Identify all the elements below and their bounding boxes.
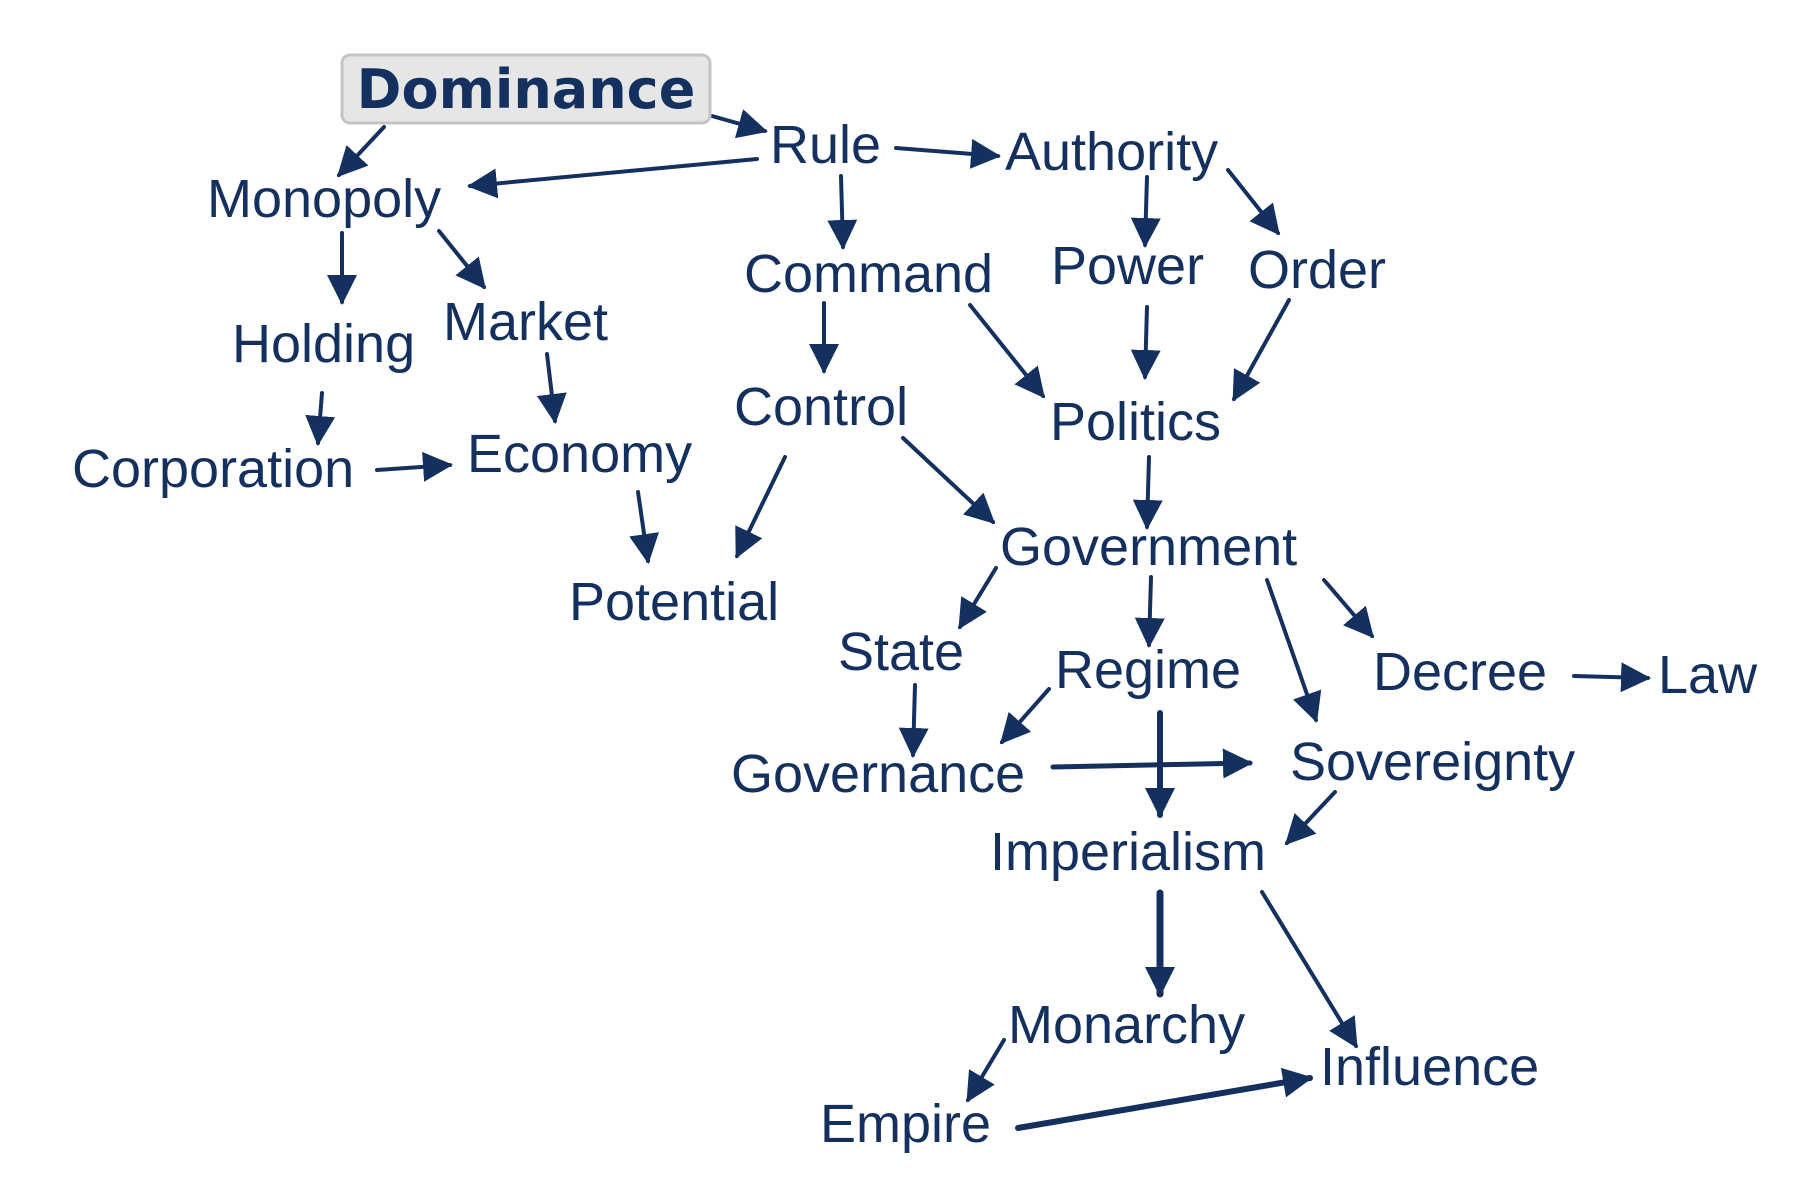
arrow-order-to-politics (1232, 298, 1291, 402)
node-government: Government (1000, 517, 1297, 577)
arrow-government-to-sovereignty (1265, 578, 1322, 723)
node-governance: Governance (731, 744, 1025, 804)
node-influence: Influence (1320, 1037, 1539, 1097)
arrow-monarchy-to-empire (966, 1038, 1006, 1103)
nodes: Rule Authority Monopoly Command Power Or… (72, 115, 1758, 1154)
root-node: Dominance (340, 53, 712, 125)
arrow-monopoly-to-market (437, 229, 486, 290)
arrow-market-to-economy (536, 352, 567, 424)
node-law: Law (1658, 645, 1758, 705)
node-sovereignty: Sovereignty (1290, 732, 1575, 792)
node-market: Market (443, 292, 608, 352)
arrow-dominance-to-monopoly (336, 125, 386, 178)
node-potential: Potential (569, 572, 779, 632)
arrow-dominance-to-rule (710, 109, 768, 139)
node-control: Control (734, 377, 908, 437)
arrow-corporation-to-economy (375, 451, 453, 482)
arrow-decree-to-law (1572, 662, 1651, 693)
arrow-governance-to-sovereignty (1050, 748, 1253, 779)
arrow-imperialism-to-influence (1260, 890, 1358, 1049)
node-monopoly: Monopoly (207, 169, 441, 229)
root-node-box (340, 53, 712, 125)
arrow-rule-to-monopoly (467, 157, 759, 199)
arrow-authority-to-order (1226, 168, 1280, 236)
node-economy: Economy (467, 424, 692, 484)
arrow-rule-to-command (827, 174, 858, 250)
node-rule: Rule (770, 115, 881, 175)
node-dominance: Dominance (357, 58, 696, 121)
arrow-politics-to-government (1132, 455, 1163, 530)
node-authority: Authority (1005, 122, 1218, 182)
arrow-government-to-state (958, 566, 998, 630)
arrow-economy-to-potential (629, 490, 659, 564)
arrow-control-to-potential (735, 455, 787, 559)
node-decree: Decree (1373, 642, 1547, 702)
arrow-sovereignty-to-imperialism (1284, 790, 1337, 846)
arrow-government-to-regime (1134, 575, 1165, 648)
node-power: Power (1051, 236, 1204, 296)
node-imperialism: Imperialism (990, 822, 1266, 882)
node-holding: Holding (232, 314, 415, 374)
arrow-holding-to-corporation (305, 391, 336, 446)
arrow-empire-to-influence (1015, 1067, 1313, 1131)
arrow-rule-to-authority (894, 138, 1001, 169)
node-monarchy: Monarchy (1008, 995, 1245, 1055)
arrow-command-to-politics (968, 303, 1045, 399)
arrow-state-to-governance (898, 683, 929, 758)
node-state: State (838, 622, 964, 682)
arrow-regime-to-governance (1000, 687, 1051, 745)
arrow-power-to-politics (1130, 305, 1161, 380)
node-command: Command (744, 244, 993, 304)
arrow-authority-to-power (1130, 175, 1161, 248)
node-corporation: Corporation (72, 439, 354, 499)
edges (305, 109, 1651, 1131)
node-regime: Regime (1055, 640, 1241, 700)
node-empire: Empire (820, 1094, 991, 1154)
arrow-control-to-government (901, 436, 996, 525)
arrow-government-to-decree (1322, 578, 1374, 639)
node-politics: Politics (1050, 392, 1221, 452)
node-order: Order (1248, 240, 1386, 300)
